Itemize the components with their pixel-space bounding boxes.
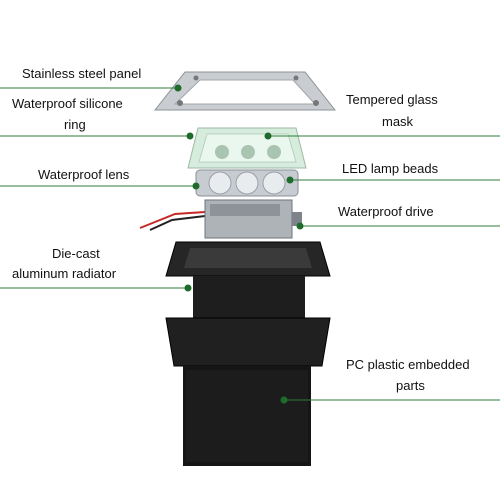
label-led-lamp-beads: LED lamp beads bbox=[342, 161, 439, 176]
waterproof-lens-illustration bbox=[195, 169, 299, 197]
stainless-steel-panel-illustration bbox=[153, 71, 337, 111]
leader-tempered-glass-dot bbox=[264, 132, 272, 140]
leader-stainless-steel-panel-dot bbox=[174, 84, 182, 92]
leader-waterproof-lens-dot bbox=[192, 182, 200, 190]
label-waterproof-lens: Waterproof lens bbox=[38, 167, 130, 182]
leader-pc-plastic-dot bbox=[280, 396, 288, 404]
pc-plastic-embedded-illustration bbox=[165, 317, 331, 466]
tempered-glass-mask-illustration bbox=[187, 127, 307, 169]
label-tempered-glass-line1: Tempered glass bbox=[346, 92, 438, 107]
label-waterproof-drive: Waterproof drive bbox=[338, 204, 434, 219]
label-die-cast-line1: Die-cast bbox=[52, 246, 100, 261]
label-tempered-glass-line2: mask bbox=[382, 114, 414, 129]
leader-led-lamp-beads-dot bbox=[286, 176, 294, 184]
label-die-cast-line2: aluminum radiator bbox=[12, 266, 117, 281]
leader-waterproof-drive-dot bbox=[296, 222, 304, 230]
label-pc-plastic-line2: parts bbox=[396, 378, 425, 393]
leader-die-cast-radiator-dot bbox=[184, 284, 192, 292]
leader-silicone-ring-dot bbox=[186, 132, 194, 140]
leader-lines bbox=[0, 84, 500, 404]
label-silicone-ring-line2: ring bbox=[64, 117, 86, 132]
label-silicone-ring-line1: Waterproof silicone bbox=[12, 96, 123, 111]
label-pc-plastic-line1: PC plastic embedded bbox=[346, 357, 470, 372]
label-stainless-steel-panel: Stainless steel panel bbox=[22, 66, 142, 81]
die-cast-radiator-illustration bbox=[165, 241, 331, 336]
waterproof-drive-illustration bbox=[139, 199, 302, 239]
